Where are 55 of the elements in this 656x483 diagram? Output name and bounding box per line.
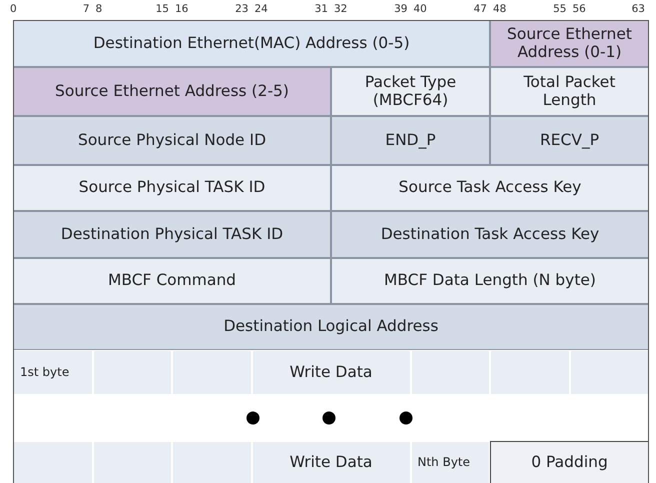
bit-number: 7	[82, 3, 90, 15]
bit-number: 55	[553, 3, 566, 15]
bit-number: 23	[235, 3, 248, 15]
field-label: Destination Ethernet(MAC) Address (0-5)	[93, 34, 410, 52]
field-label: Source Physical Node ID	[78, 132, 266, 150]
field-box	[13, 20, 490, 67]
bit-number: 24	[254, 3, 268, 15]
bit-number: 47	[474, 3, 487, 15]
field-label: Nth Byte	[418, 456, 470, 470]
field-label: Source Ethernet Address (0-1)	[506, 26, 633, 61]
field-label: 1st byte	[20, 366, 70, 380]
field-label: Destination Task Access Key	[380, 226, 600, 244]
field-box	[13, 211, 331, 258]
field-box	[13, 258, 331, 304]
field-box	[331, 116, 490, 165]
field-label: MBCF Data Length (N byte)	[384, 272, 596, 290]
field-box	[13, 304, 649, 350]
field-box	[13, 67, 331, 116]
bit-number: 32	[334, 3, 348, 15]
bit-number: 48	[493, 3, 506, 15]
field-label: MBCF Command	[108, 272, 236, 290]
field-box	[13, 116, 331, 165]
field-label: Write Data	[290, 364, 372, 382]
field-box	[331, 258, 649, 304]
field-box	[252, 350, 410, 395]
field-box	[490, 116, 649, 165]
field-box	[410, 441, 490, 483]
field-label: Source Physical TASK ID	[78, 179, 266, 197]
bit-number: 56	[572, 3, 586, 15]
bit-number: 40	[414, 3, 427, 15]
field-label: END_P	[385, 132, 436, 150]
field-label: Total Packet Length	[522, 74, 616, 109]
field-box	[490, 20, 649, 67]
bit-number: 16	[175, 3, 188, 15]
field-box	[13, 350, 92, 395]
field-box	[331, 211, 649, 258]
field-label: 0 Padding	[531, 454, 608, 472]
bit-number: 63	[632, 3, 645, 15]
field-label: Destination Logical Address	[224, 318, 438, 336]
bit-number: 39	[394, 3, 408, 15]
field-box	[331, 67, 490, 116]
bit-number: 31	[314, 3, 328, 15]
bit-number: 8	[96, 3, 102, 15]
field-box	[490, 67, 649, 116]
field-label: Destination Physical TASK ID	[60, 226, 284, 244]
bit-number: 0	[10, 3, 17, 15]
field-label: Packet Type (MBCF64)	[364, 74, 458, 109]
field-box	[331, 165, 649, 211]
bit-number: 15	[156, 3, 169, 15]
field-label: Source Ethernet Address (2-5)	[55, 82, 289, 100]
field-label: Source Task Access Key	[398, 179, 582, 197]
field-box	[13, 165, 331, 211]
field-label: RECV_P	[540, 132, 600, 150]
field-label: Write Data	[290, 454, 372, 472]
field-box	[490, 441, 649, 483]
